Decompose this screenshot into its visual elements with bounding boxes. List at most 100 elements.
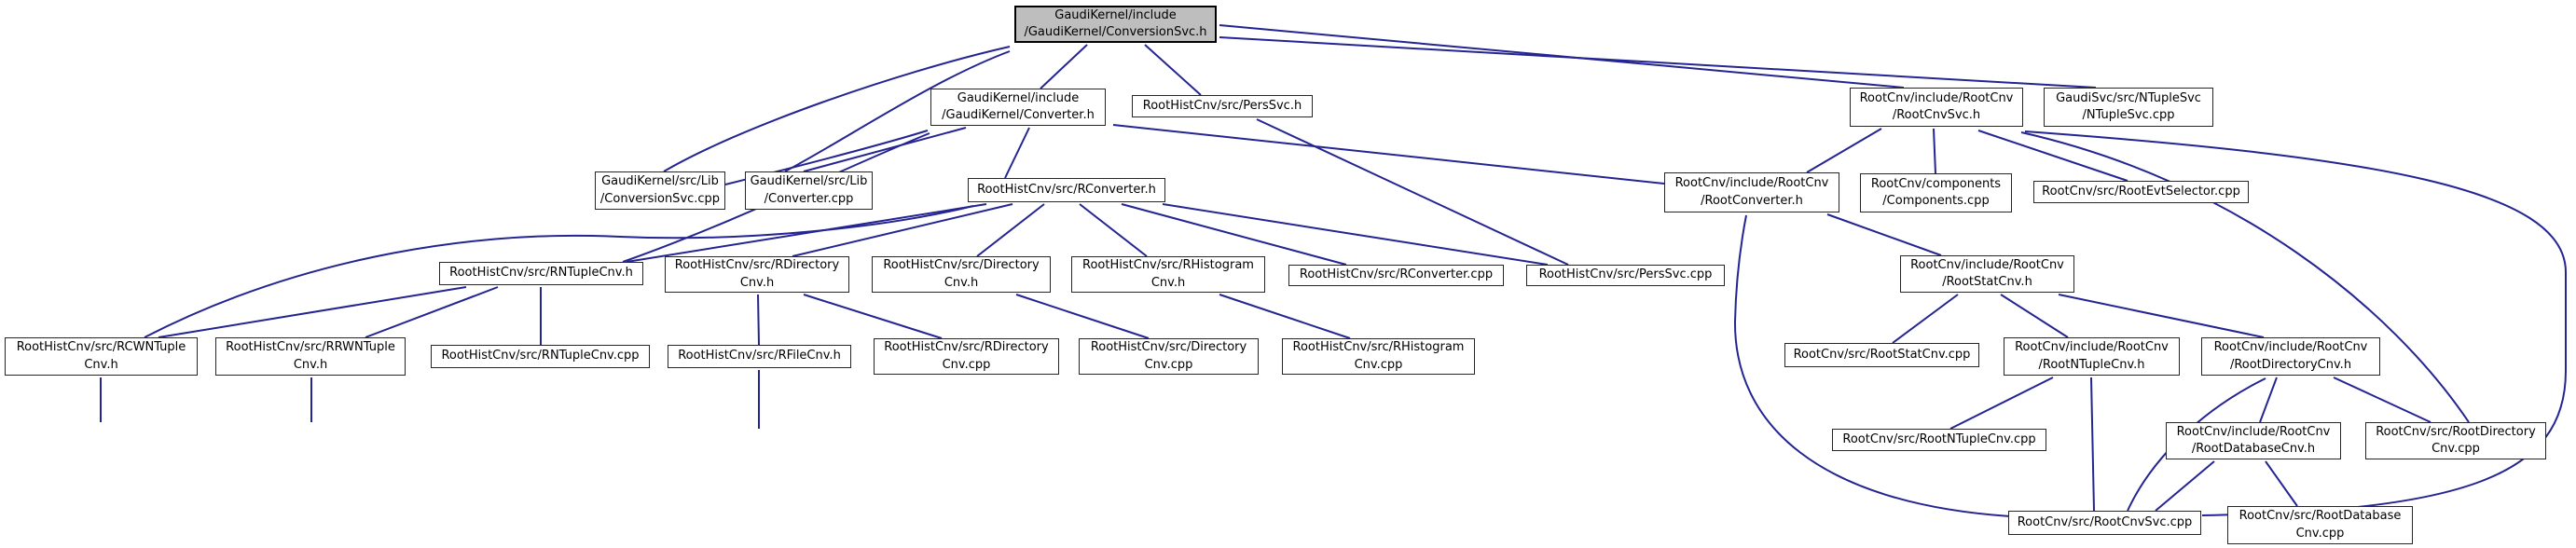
edge-components_cpp-rootcnvsvc_h xyxy=(1933,128,1936,174)
node-label: GaudiKernel/src/Lib xyxy=(601,174,719,188)
edge-rconverter_h-converter_h xyxy=(1004,127,1030,179)
edge-rootcnvsvc_cpp-rootcnvsvc_h xyxy=(2024,130,2567,516)
edge-rootntuplecnv_h-rootstatcnv_h xyxy=(2000,294,2069,338)
node-label: RootCnv/include/RootCnv xyxy=(1674,176,1829,190)
node-rootstatcnv_cpp[interactable]: RootCnv/src/RootStatCnv.cpp xyxy=(1784,343,1979,367)
node-label: Cnv.cpp xyxy=(1144,357,1193,372)
node-ntuplesvc_cpp[interactable]: GaudiSvc/src/NTupleSvc/NTupleSvc.cpp xyxy=(2044,88,2213,127)
edge-rootconverter_h-rootcnvsvc_h xyxy=(1806,128,1882,173)
edge-rdirectorycnv_cpp-rdirectorycnv_h xyxy=(803,294,943,339)
node-label: /RootConverter.h xyxy=(1701,193,1803,208)
node-label: /RootCnvSvc.h xyxy=(1892,108,1981,122)
edge-converter_cpp-main xyxy=(784,50,1011,172)
node-perssvc_cpp[interactable]: RootHistCnv/src/PersSvc.cpp xyxy=(1526,265,1725,286)
node-converter_cpp[interactable]: GaudiKernel/src/Lib/Converter.cpp xyxy=(745,171,873,210)
edge-rootstatcnv_h-rootconverter_h xyxy=(1826,213,1942,256)
edge-rootdirectorycnv_cpp-rootcnvsvc_h xyxy=(2020,131,2470,423)
node-converter_h[interactable]: GaudiKernel/include/GaudiKernel/Converte… xyxy=(930,89,1106,126)
node-rootntuplecnv_cpp[interactable]: RootCnv/src/RootNTupleCnv.cpp xyxy=(1832,429,2046,451)
edge-directorycnv_h-rconverter_h xyxy=(976,203,1045,257)
edge-rcwntuplecnv_h-rconverter_h xyxy=(144,205,974,338)
node-label: RootCnv/include/RootCnv xyxy=(1910,257,2064,272)
node-conversionsvc_cpp[interactable]: GaudiKernel/src/Lib/ConversionSvc.cpp xyxy=(595,171,725,210)
node-label: Cnv.h xyxy=(739,275,775,290)
node-components_cpp[interactable]: RootCnv/components/Components.cpp xyxy=(1860,173,2012,212)
node-label: RootCnv/src/RootNTupleCnv.cpp xyxy=(1842,432,2036,446)
node-rootcnvsvc_cpp[interactable]: RootCnv/src/RootCnvSvc.cpp xyxy=(2008,511,2201,535)
node-label: RootHistCnv/src/RDirectory xyxy=(884,340,1049,354)
node-label: RootCnv/src/RootStatCnv.cpp xyxy=(1793,347,1971,362)
node-label: RootCnv/src/RootDatabase xyxy=(2239,509,2402,523)
node-label: RootCnv/src/RootEvtSelector.cpp xyxy=(2042,184,2240,199)
node-label: RootCnv/include/RootCnv xyxy=(1859,90,2014,105)
node-perssvc_h[interactable]: RootHistCnv/src/PersSvc.h xyxy=(1132,95,1313,117)
node-label: RootCnv/src/RootCnvSvc.cpp xyxy=(2017,514,2193,529)
edge-rhistogramcnv_cpp-rhistogramcnv_h xyxy=(1219,294,1351,339)
node-label: Cnv.cpp xyxy=(942,357,991,372)
edge-rootcnvsvc_cpp-rootconverter_h xyxy=(1733,214,2011,517)
node-rootcnvsvc_h[interactable]: RootCnv/include/RootCnv/RootCnvSvc.h xyxy=(1850,88,2023,127)
node-main[interactable]: GaudiKernel/include/GaudiKernel/Conversi… xyxy=(1014,6,1217,43)
node-rntuplecnv_h[interactable]: RootHistCnv/src/RNTupleCnv.h xyxy=(439,262,643,285)
edge-rootdirectorycnv_cpp-rootdirectorycnv_h xyxy=(2333,377,2431,423)
node-label: RootHistCnv/src/RDirectory xyxy=(674,258,840,272)
node-label: /Converter.cpp xyxy=(764,191,854,206)
node-rootstatcnv_h[interactable]: RootCnv/include/RootCnv/RootStatCnv.h xyxy=(1900,255,2074,293)
node-label: Cnv.cpp xyxy=(2295,526,2345,541)
node-label: GaudiKernel/src/Lib xyxy=(750,174,868,188)
edge-rcwntuplecnv_h-rntuplecnv_h xyxy=(158,286,467,338)
edge-rootevtselector_cpp-rootcnvsvc_h xyxy=(1977,130,2128,182)
node-rootntuplecnv_h[interactable]: RootCnv/include/RootCnv/RootNTupleCnv.h xyxy=(2004,337,2180,376)
node-rootconverter_h[interactable]: RootCnv/include/RootCnv/RootConverter.h xyxy=(1664,172,1839,212)
node-rconverter_h[interactable]: RootHistCnv/src/RConverter.h xyxy=(968,178,1165,202)
edge-directorycnv_cpp-directorycnv_h xyxy=(1015,294,1150,339)
node-label: RootHistCnv/src/RCWNTuple xyxy=(16,340,186,354)
node-label: RootHistCnv/src/PersSvc.cpp xyxy=(1538,267,1713,282)
node-label: RootHistCnv/src/RNTupleCnv.cpp xyxy=(441,349,640,363)
node-label: GaudiKernel/include xyxy=(1054,7,1177,22)
node-label: RootHistCnv/src/RConverter.cpp xyxy=(1299,267,1494,282)
node-label: RootHistCnv/src/PersSvc.h xyxy=(1142,98,1302,113)
edge-converter_h-main xyxy=(1040,44,1088,89)
edge-rootdirectorycnv_h-rootstatcnv_h xyxy=(2058,294,2265,338)
node-label: /RootDatabaseCnv.h xyxy=(2191,442,2316,456)
node-rfilecnv_h[interactable]: RootHistCnv/src/RFileCnv.h xyxy=(668,345,851,368)
edge-rootntuplecnv_cpp-rootntuplecnv_h xyxy=(1949,377,2054,430)
node-label: Cnv.h xyxy=(84,357,118,372)
node-label: RootCnv/src/RootDirectory xyxy=(2376,424,2536,439)
edge-perssvc_cpp-perssvc_h xyxy=(1256,118,1569,266)
edge-rootdatabasecnv_cpp-rootdatabasecnv_h xyxy=(2265,460,2298,507)
edge-rfilecnv_h-rdirectorycnv_h xyxy=(757,294,760,346)
node-label: /Components.cpp xyxy=(1882,194,1990,208)
node-label: Cnv.h xyxy=(944,275,979,290)
node-label: RootCnv/include/RootCnv xyxy=(2015,340,2169,354)
node-rconverter_cpp[interactable]: RootHistCnv/src/RConverter.cpp xyxy=(1288,265,1504,286)
edge-rootstatcnv_cpp-rootstatcnv_h xyxy=(1892,294,1959,344)
node-rootdirectorycnv_h[interactable]: RootCnv/include/RootCnv/RootDirectoryCnv… xyxy=(2201,337,2380,376)
edge-rootcnvsvc_cpp-rootntuplecnv_h xyxy=(2090,377,2095,512)
edge-ntuplesvc_cpp-main xyxy=(1219,36,2097,89)
node-label: RootCnv/components xyxy=(1870,176,2002,191)
edges-group xyxy=(100,24,2567,517)
node-rntuplecnv_cpp[interactable]: RootHistCnv/src/RNTupleCnv.cpp xyxy=(431,345,650,368)
edge-rconverter_cpp-rconverter_h xyxy=(1121,203,1347,266)
node-label: /RootDirectoryCnv.h xyxy=(2229,357,2352,372)
node-label: RootHistCnv/src/RNTupleCnv.h xyxy=(449,266,633,281)
node-label: /GaudiKernel/Converter.h xyxy=(942,108,1095,122)
node-label: GaudiKernel/include xyxy=(957,90,1080,105)
node-rootevtselector_cpp[interactable]: RootCnv/src/RootEvtSelector.cpp xyxy=(2033,181,2249,203)
node-label: /NTupleSvc.cpp xyxy=(2082,108,2175,122)
node-rootdatabasecnv_h[interactable]: RootCnv/include/RootCnv/RootDatabaseCnv.… xyxy=(2166,422,2341,459)
node-label: Cnv.cpp xyxy=(1354,357,1403,372)
